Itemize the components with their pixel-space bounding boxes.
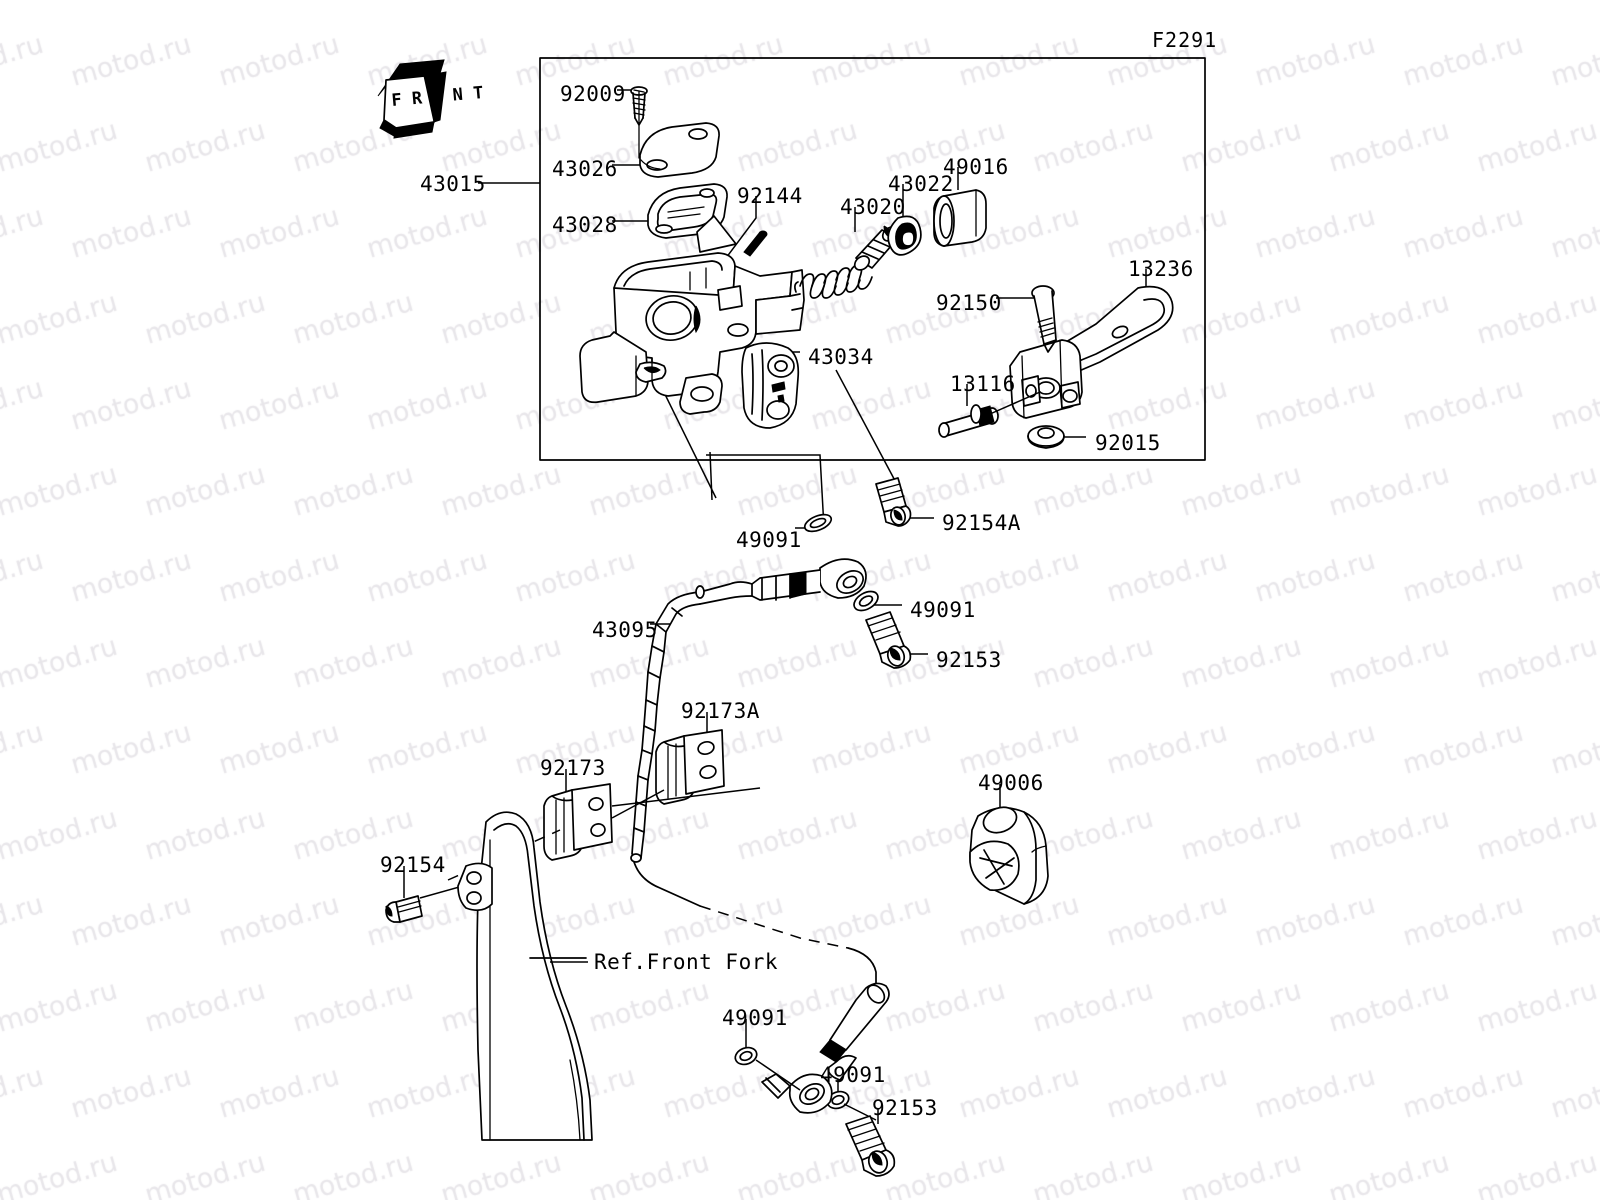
part-49091-washer-low-left xyxy=(734,1046,758,1066)
callout-screw-reservoir-cap: 92009 xyxy=(560,82,626,106)
ref-front-fork-label: Ref.Front Fork xyxy=(594,950,779,974)
callout-hose-clamp-upper: 92173A xyxy=(681,699,760,723)
callout-sealing-washer: 49091 xyxy=(820,1063,886,1087)
callout-brake-hose: 43095 xyxy=(592,618,658,642)
callout-pivot-bolt: 92150 xyxy=(936,291,1002,315)
callout-reservoir-diaphragm: 43028 xyxy=(552,213,618,237)
part-92154-bolt xyxy=(385,895,423,923)
part-13236-brake-lever xyxy=(1009,285,1174,419)
callout-bolt-clamp: 92154A xyxy=(942,511,1021,535)
callout-pivot-nut: 92015 xyxy=(1095,431,1161,455)
callout-banjo-bolt: 92153 xyxy=(936,648,1002,672)
front-direction-badge: F R O N T xyxy=(377,59,484,139)
part-49016-dust-boot xyxy=(933,189,987,247)
callout-lever-holder: 43034 xyxy=(808,345,874,369)
part-13116-push-rod xyxy=(938,404,999,438)
part-43034-lever-holder xyxy=(741,342,800,429)
callout-piston-and-spring-kit: 43020 xyxy=(840,195,906,219)
callout-sealing-washer: 49091 xyxy=(910,598,976,622)
callout-hose-clamp-lower: 92173 xyxy=(540,756,606,780)
part-92015-nut xyxy=(1027,425,1065,449)
callout-fork-boot: 49006 xyxy=(978,771,1044,795)
callout-sealing-washer: 49091 xyxy=(736,528,802,552)
callout-brake-lever: 13236 xyxy=(1128,257,1194,281)
part-49091-washer-upper xyxy=(803,513,833,533)
diagram-code: F2291 xyxy=(1152,28,1218,52)
callout-spring-pin: 92144 xyxy=(737,184,803,208)
ref-front-fork-guard xyxy=(457,811,593,1141)
part-92144-spring-pin xyxy=(743,230,768,257)
callout-banjo-bolt: 92153 xyxy=(872,1096,938,1120)
part-92153-banjo-bolt-mid xyxy=(865,611,912,669)
callout-sealing-washer: 49091 xyxy=(722,1006,788,1030)
part-43095-brake-hose-upper xyxy=(630,558,867,907)
part-43026-reservoir-cap xyxy=(638,90,720,178)
part-43020-piston-spring xyxy=(794,225,899,299)
callout-reservoir-cap: 43026 xyxy=(552,157,618,181)
callout-dust-boot: 49016 xyxy=(943,155,1009,179)
part-92153-banjo-bolt-lower xyxy=(845,1115,896,1177)
callout-master-cylinder-assembly: 43015 xyxy=(420,172,486,196)
callout-push-rod: 13116 xyxy=(950,372,1016,396)
part-43022-circlip xyxy=(887,215,922,256)
part-49006-fork-boot xyxy=(969,806,1049,905)
part-43028-diaphragm xyxy=(647,183,737,253)
callout-bolt-clamp-mount: 92154 xyxy=(380,853,446,877)
part-92173-hose-clamp-lower xyxy=(543,783,613,861)
part-92154A-bolt xyxy=(875,477,912,527)
